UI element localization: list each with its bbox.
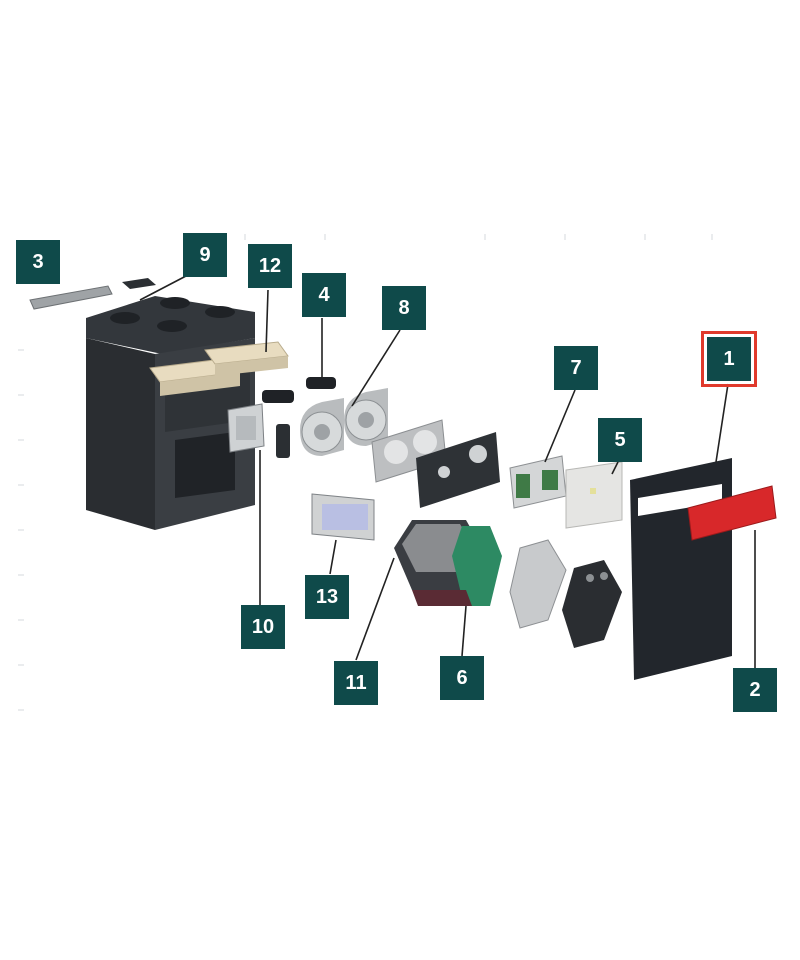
fan-bracket (416, 432, 500, 508)
callout-7[interactable]: 7 (554, 346, 598, 390)
part-2-grille (687, 485, 777, 541)
part-5-panel (565, 461, 623, 529)
grid-ticks (18, 234, 713, 711)
part-7-pcb (509, 455, 567, 509)
callout-5[interactable]: 5 (598, 418, 642, 462)
callout-10[interactable]: 10 (241, 605, 285, 649)
side-cover-black (562, 560, 622, 648)
callout-11[interactable]: 11 (334, 661, 378, 705)
fan-plate (371, 419, 447, 483)
callout-8[interactable]: 8 (382, 286, 426, 330)
part-10-control-box (227, 403, 265, 453)
side-cover-grey (509, 539, 567, 629)
part-4-seals (262, 377, 336, 458)
callout-9[interactable]: 9 (183, 233, 227, 277)
callout-6[interactable]: 6 (440, 656, 484, 700)
part-13-filter-frame (311, 493, 375, 541)
part-12-filters (149, 341, 289, 396)
callout-12[interactable]: 12 (248, 244, 292, 288)
callout-3[interactable]: 3 (16, 240, 60, 284)
callout-4[interactable]: 4 (302, 273, 346, 317)
part-1-door (630, 458, 732, 680)
part-6-heat-exchanger (394, 520, 502, 606)
leader-lines (139, 275, 756, 668)
callout-1[interactable]: 1 (701, 331, 757, 387)
callout-2[interactable]: 2 (733, 668, 777, 712)
part-3-bracket (29, 285, 113, 310)
callout-13[interactable]: 13 (305, 575, 349, 619)
part-9-gasket (122, 278, 156, 289)
